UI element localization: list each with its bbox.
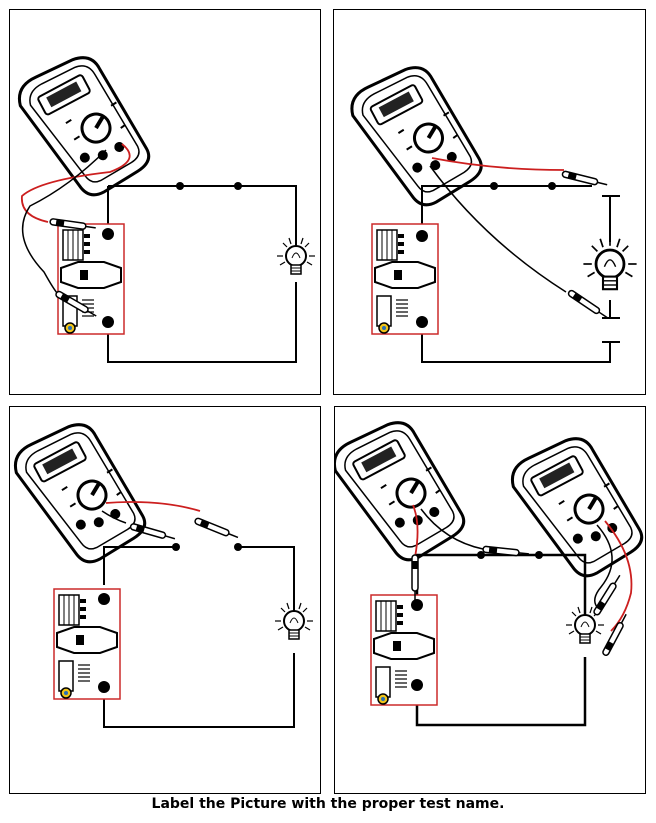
wire-node [535,551,543,559]
black-probe-lead [101,510,127,524]
black-probe-lead [594,524,613,608]
lightbulb-icon [276,236,316,275]
red-probe-lead [604,520,633,632]
multimeter-icon [343,55,490,220]
circuit-board [370,594,438,706]
terminal [416,230,428,242]
multimeter-icon [503,426,647,591]
diagram-panel-2 [333,9,646,395]
circuit-wire [107,186,297,363]
wire-node [234,182,242,190]
red-probe-lead [431,157,565,171]
circuit-board [371,223,439,335]
diagram-panel-1 [9,9,321,395]
lightbulb-icon [582,235,638,291]
circuit-wire [103,546,176,585]
terminal [102,316,114,328]
red-probe-lead [412,504,419,558]
terminal [411,679,423,691]
circuit-board [53,588,121,700]
circuit-wire [415,553,587,615]
diagram-panel-4 [334,406,647,794]
terminal [416,316,428,328]
circuit-board [57,223,125,335]
multimeter-icon [10,45,158,210]
multimeter-icon [10,412,154,577]
black-probe-lead [420,508,484,550]
probe-icon [601,612,630,658]
circuit-wire [415,657,587,727]
circuit-wire [421,185,592,232]
wire-node [548,182,556,190]
wire-node [176,182,184,190]
multimeter-icon [335,410,473,575]
lightbulb-icon [274,601,314,640]
circuit-wire [108,185,297,246]
caption: Label the Picture with the proper test n… [151,796,505,812]
red-probe-lead [105,501,201,512]
probe-icon [566,288,610,321]
terminal [98,593,110,605]
circuit-wire [103,653,295,728]
wire-node [234,543,242,551]
circuit-wire [238,546,295,611]
probe-icon [193,516,240,542]
probe-icon [592,572,624,617]
terminal [98,681,110,693]
wire-node [172,543,180,551]
diagram-panel-3 [9,406,321,794]
terminal [102,228,114,240]
wire-node [477,551,485,559]
black-probe-lead [429,165,567,293]
black-probe-lead [21,149,107,295]
wire-node [490,182,498,190]
circuit-wire [421,326,611,363]
terminal [411,599,423,611]
